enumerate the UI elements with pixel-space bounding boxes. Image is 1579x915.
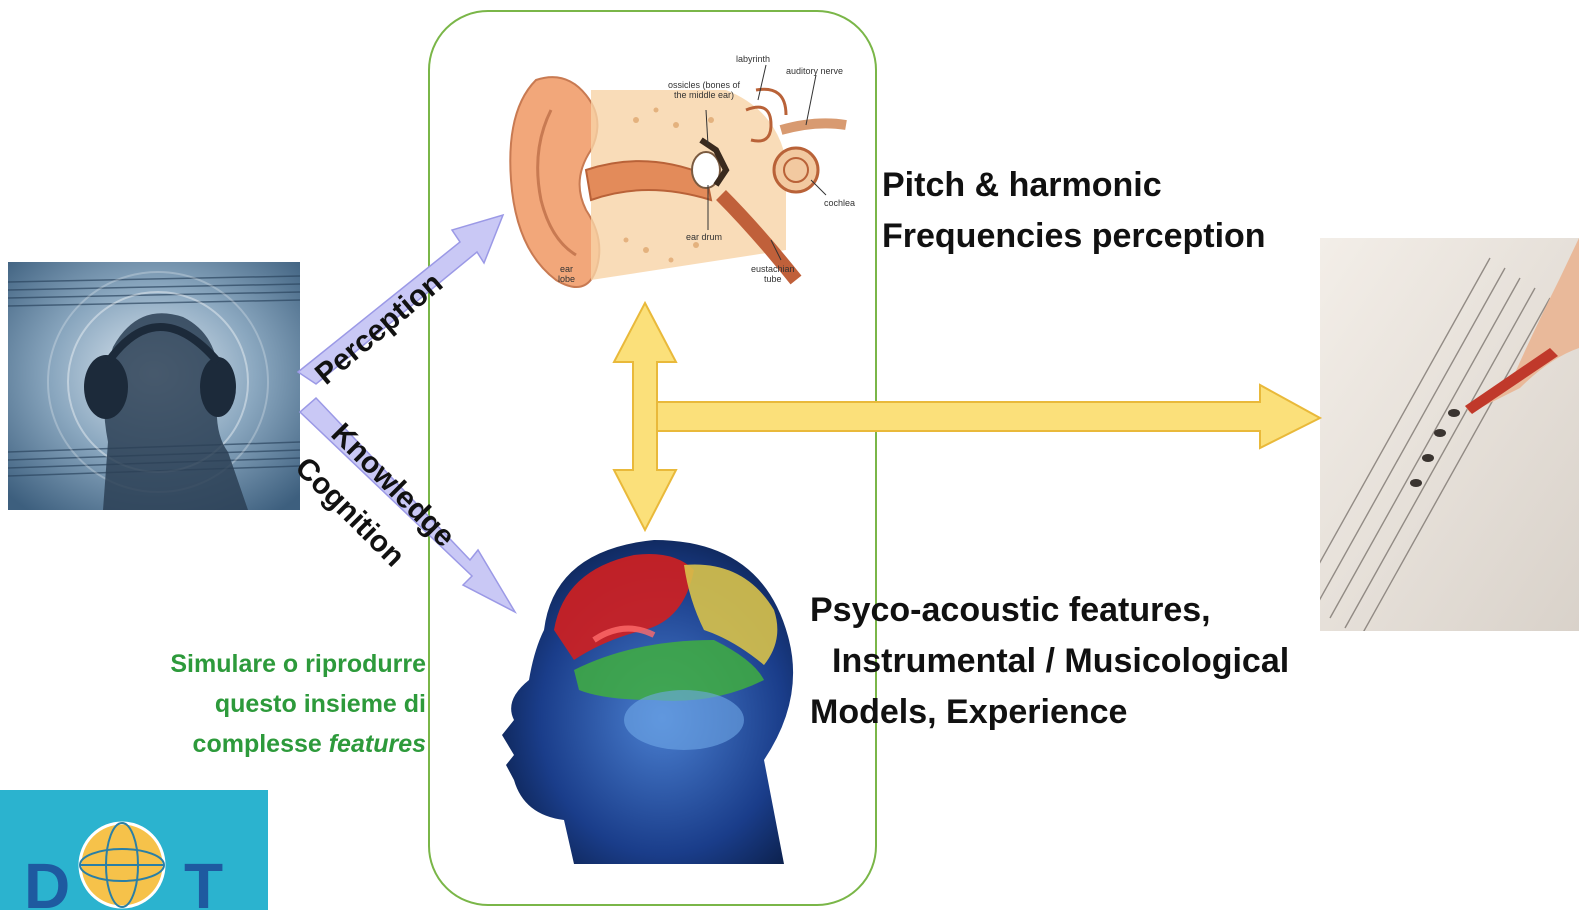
psyco-line-2: Instrumental / Musicological bbox=[810, 636, 1330, 687]
green-line-2: questo insieme di bbox=[90, 684, 426, 724]
pitch-line-1: Pitch & harmonic bbox=[882, 160, 1302, 211]
yellow-horizontal-arrow bbox=[657, 385, 1320, 448]
pitch-text: Pitch & harmonic Frequencies perception bbox=[882, 160, 1302, 262]
green-line-3-italic: features bbox=[329, 730, 426, 758]
green-line-3-prefix: complesse bbox=[193, 730, 329, 758]
green-caption: Simulare o riprodurre questo insieme di … bbox=[90, 644, 426, 764]
green-line-3: complesse features bbox=[90, 724, 426, 764]
green-line-1: Simulare o riprodurre bbox=[90, 644, 426, 684]
pitch-line-2: Frequencies perception bbox=[882, 211, 1302, 262]
psyco-line-3: Models, Experience bbox=[810, 687, 1330, 738]
psyco-text: Psyco-acoustic features, Instrumental / … bbox=[810, 585, 1330, 738]
psyco-line-1: Psyco-acoustic features, bbox=[810, 585, 1330, 636]
